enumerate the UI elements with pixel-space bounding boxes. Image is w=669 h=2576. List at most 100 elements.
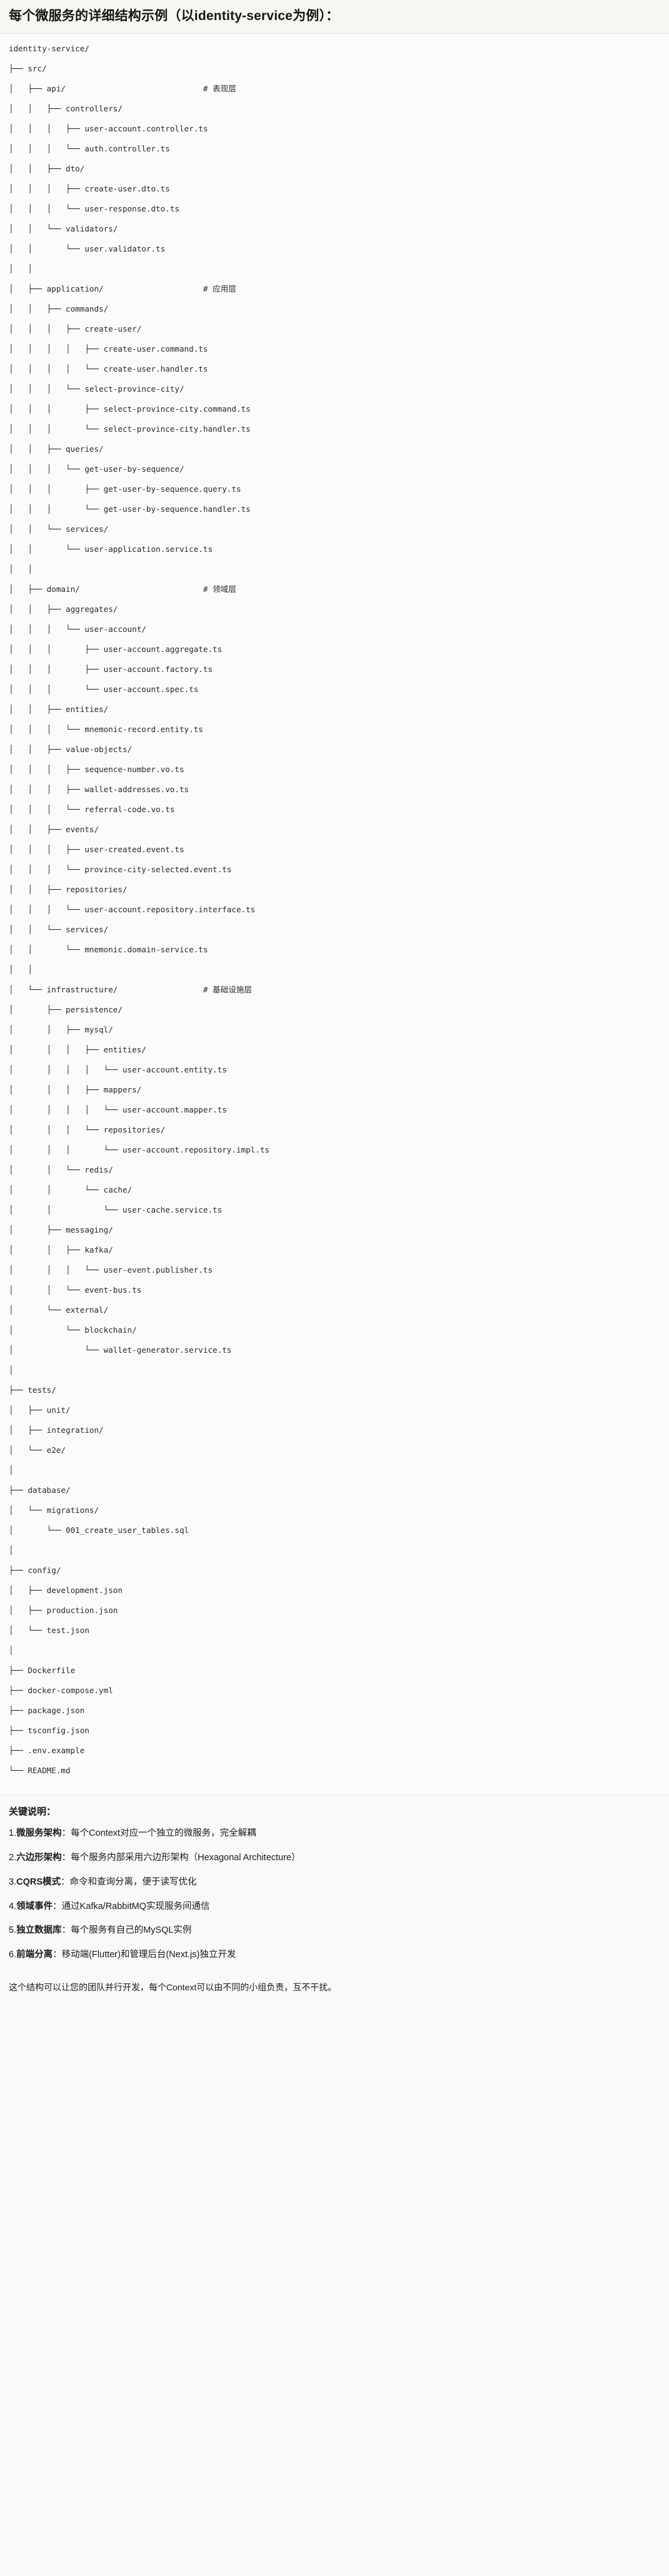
tree-line-path: │ │ └── validators/: [9, 224, 118, 234]
tree-line-path: │ │ ├── events/: [9, 825, 99, 835]
tree-line-path: ├── src/: [9, 64, 47, 74]
tree-line: │ │ └── user-cache.service.ts: [9, 1205, 660, 1215]
tree-line-path: │ │ │ └── mnemonic-record.entity.ts: [9, 725, 203, 735]
key-note-term: 微服务架构: [16, 1828, 62, 1839]
tree-line: │ │ │ ├── entities/: [9, 1045, 660, 1055]
tree-line: │ │ │ ├── sequence-number.vo.ts: [9, 765, 660, 775]
key-note-separator: ：: [61, 1925, 71, 1936]
tree-line: │: [9, 1465, 660, 1475]
tree-line: │ ├── domain/ # 领域层: [9, 584, 660, 594]
tree-line: │ │ ├── dto/: [9, 164, 660, 174]
tree-line: │ │ │ ├── create-user.dto.ts: [9, 184, 660, 194]
tree-line-path: │ └── migrations/: [9, 1505, 99, 1515]
tree-line-path: │ │ ├── queries/: [9, 444, 104, 454]
tree-line: │ │ ├── controllers/: [9, 104, 660, 114]
key-note-item: 6.前端分离：移动端(Flutter)和管理后台(Next.js)独立开发: [9, 1948, 660, 1962]
key-note-number: 6.: [9, 1950, 17, 1960]
tree-line: │: [9, 1545, 660, 1555]
tree-line-comment: # 表现层: [203, 84, 236, 94]
tree-line-path: ├── package.json: [9, 1706, 85, 1716]
key-note-number: 2.: [9, 1853, 17, 1863]
tree-line-path: │ ├── application/: [9, 284, 104, 294]
page-title-bar: 每个微服务的详细结构示例（以identity-service为例）：: [0, 0, 669, 34]
tree-line: │ └── wallet-generator.service.ts: [9, 1345, 660, 1355]
tree-line-path: ├── docker-compose.yml: [9, 1686, 113, 1696]
tree-line-path: │ │ │ │ ├── create-user.command.ts: [9, 344, 208, 354]
tree-line: ├── tests/: [9, 1385, 660, 1395]
key-note-number: 4.: [9, 1901, 17, 1912]
tree-line: ├── .env.example: [9, 1746, 660, 1756]
tree-line: │ │ └── user-application.service.ts: [9, 544, 660, 554]
tree-line: │ │ └── validators/: [9, 224, 660, 234]
key-note-number: 1.: [9, 1828, 17, 1839]
tree-line-path: │ │ │ │ └── user-account.entity.ts: [9, 1065, 227, 1075]
tree-line-path: ├── Dockerfile: [9, 1666, 76, 1676]
tree-line-path: │ ├── api/: [9, 84, 66, 94]
tree-line-path: │ │ │ ├── wallet-addresses.vo.ts: [9, 785, 189, 795]
tree-line-path: │ │ │ └── user-event.publisher.ts: [9, 1265, 213, 1275]
tree-line: ├── docker-compose.yml: [9, 1686, 660, 1696]
tree-line: ├── package.json: [9, 1706, 660, 1716]
key-note-description: 每个Context对应一个独立的微服务，完全解耦: [71, 1828, 256, 1839]
tree-line: │ └── 001_create_user_tables.sql: [9, 1525, 660, 1535]
tree-line-path: │ │ └── event-bus.ts: [9, 1285, 142, 1295]
tree-line: │ └── external/: [9, 1305, 660, 1315]
tree-line-gap: [66, 84, 203, 93]
tree-line-path: │ └── blockchain/: [9, 1325, 137, 1335]
tree-line: │: [9, 1646, 660, 1656]
tree-line-path: ├── .env.example: [9, 1746, 85, 1756]
tree-line: │ ├── production.json: [9, 1606, 660, 1616]
tree-line-path: ├── tests/: [9, 1385, 56, 1395]
tree-line: │ │ │ ├── user-account.controller.ts: [9, 124, 660, 134]
tree-line: │ │ └── cache/: [9, 1185, 660, 1195]
tree-line: │ │ │ └── get-user-by-sequence/: [9, 464, 660, 474]
tree-line-path: │ │ ├── commands/: [9, 304, 109, 314]
tree-line: │ └── test.json: [9, 1626, 660, 1636]
tree-line: │ │ └── redis/: [9, 1165, 660, 1175]
tree-line: │ ├── unit/: [9, 1405, 660, 1415]
tree-line-gap: [80, 584, 203, 594]
tree-line-gap: [104, 284, 203, 293]
tree-line-path: identity-service/: [9, 44, 89, 54]
directory-tree: identity-service/ ├── src/ │ ├── api/ # …: [9, 44, 660, 1786]
tree-line-comment: # 应用层: [203, 284, 236, 294]
tree-line: │ │ │ │ └── user-account.mapper.ts: [9, 1105, 660, 1115]
tree-line-path: │ │ │ ├── user-account.aggregate.ts: [9, 644, 223, 654]
tree-line-path: │ │ │ └── user-account/: [9, 624, 146, 634]
key-note-term: 六边形架构: [16, 1853, 62, 1863]
tree-line-path: │: [9, 1646, 14, 1656]
tree-line: │ └── migrations/: [9, 1505, 660, 1515]
tree-line-path: │ │ │ └── province-city-selected.event.t…: [9, 865, 232, 875]
tree-line: │ │ │ │ └── create-user.handler.ts: [9, 364, 660, 374]
tree-line-path: │ │ │ ├── sequence-number.vo.ts: [9, 765, 184, 775]
tree-line: │ │ └── services/: [9, 524, 660, 534]
tree-line: │ │: [9, 264, 660, 274]
tree-line: ├── config/: [9, 1565, 660, 1576]
tree-line-path: │ │ └── services/: [9, 524, 109, 534]
tree-line-path: │ │ └── mnemonic.domain-service.ts: [9, 945, 208, 955]
tree-line: │ │ │ └── province-city-selected.event.t…: [9, 865, 660, 875]
tree-line-path: │ ├── messaging/: [9, 1225, 113, 1235]
tree-line: │ │ │ └── user-account.repository.interf…: [9, 905, 660, 915]
closing-paragraph: 这个结构可以让您的团队并行开发，每个Context可以由不同的小组负责，互不干扰…: [9, 1982, 337, 1992]
tree-line: │ ├── development.json: [9, 1586, 660, 1596]
tree-line: │ │ │ └── user-account.spec.ts: [9, 685, 660, 695]
tree-line: │ └── infrastructure/ # 基础设施层: [9, 985, 660, 995]
key-note-term: 独立数据库: [16, 1925, 62, 1936]
tree-line: │ │: [9, 965, 660, 975]
tree-line-path: │ ├── development.json: [9, 1586, 123, 1596]
tree-line: identity-service/: [9, 44, 660, 54]
tree-line: │ ├── api/ # 表现层: [9, 84, 660, 94]
tree-line: │ │ │ └── repositories/: [9, 1125, 660, 1135]
tree-line: │ │ │ ├── user-account.aggregate.ts: [9, 644, 660, 654]
tree-line-path: │ │ │ └── user-response.dto.ts: [9, 204, 179, 214]
key-note-separator: ：: [61, 1876, 70, 1887]
tree-line-path: │: [9, 1465, 14, 1475]
key-note-separator: ：: [61, 1828, 71, 1839]
tree-line-path: │ │ ├── entities/: [9, 705, 109, 715]
tree-line: │ │ └── services/: [9, 925, 660, 935]
tree-line-path: │ │ ├── mysql/: [9, 1025, 113, 1035]
tree-line: │ │ │ └── referral-code.vo.ts: [9, 805, 660, 815]
